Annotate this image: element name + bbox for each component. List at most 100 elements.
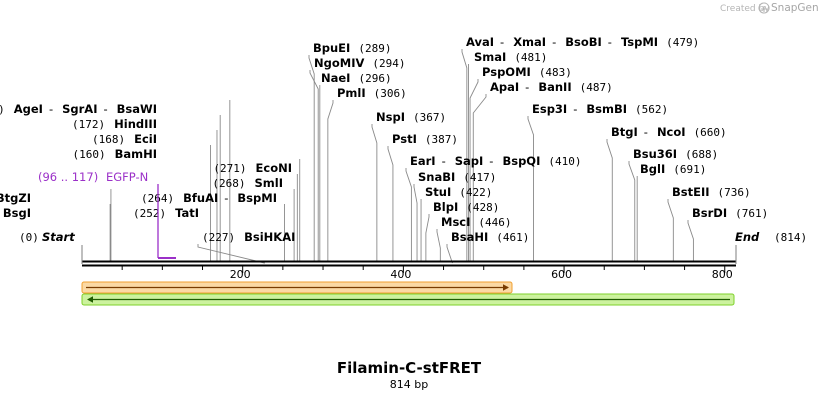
cut-position: (446) [478, 216, 511, 229]
cut-site-label[interactable]: Esp3I-BsmBI(562) [532, 102, 668, 116]
separator: - [608, 35, 612, 49]
cut-position: (422) [459, 186, 492, 199]
cut-site-line [436, 229, 441, 261]
cut-site-label[interactable]: (264)BfuAI-BspMI [141, 191, 277, 205]
cut-site-label[interactable]: PmlI(306) [337, 86, 407, 100]
svg-text:StuI(422): StuI (422) [425, 185, 492, 199]
cut-site-label[interactable]: NspI(367) [376, 110, 446, 124]
cut-site-label[interactable]: (227)BsiHKAI [202, 230, 295, 244]
enzyme-name: TatI [175, 206, 199, 220]
orf-forward-arrow[interactable] [81, 281, 513, 294]
enzyme-name: HindIII [114, 117, 157, 131]
cut-site-label[interactable]: (160)BamHI [72, 147, 157, 161]
cut-position: (294) [372, 57, 405, 70]
ruler-label: 400 [390, 268, 411, 281]
feature-egfp-n[interactable]: (96 .. 117) EGFP-N [38, 170, 176, 259]
cut-site-label[interactable]: (271)EcoNI [213, 161, 292, 175]
separator: - [525, 80, 529, 94]
svg-text:(36)BtgZI: (36)BtgZI [0, 191, 31, 205]
enzyme-name: SgrAI [62, 102, 97, 116]
cut-position: (367) [413, 111, 446, 124]
svg-text:PspOMI(483): PspOMI(483) [482, 65, 572, 79]
cut-position: (417) [463, 171, 496, 184]
cut-site-label[interactable]: BlpI(428) [433, 200, 499, 214]
cut-site-label[interactable]: (168)EciI [92, 132, 157, 146]
svg-text:PstI(387): PstI(387) [392, 132, 458, 146]
cut-site-lines [109, 49, 694, 264]
svg-text:BglI(691): BglI(691) [640, 162, 706, 176]
enzyme-name: BsrDI [692, 206, 727, 220]
cut-site-line [413, 184, 418, 261]
cut-site-label[interactable]: StuI (422) [425, 185, 492, 199]
cut-site-line [628, 161, 636, 261]
cut-site-line [472, 94, 487, 261]
cut-position: (481) [514, 51, 547, 64]
cut-site-line [425, 214, 430, 261]
cut-site-label[interactable]: (172)HindIII [72, 117, 157, 131]
cut-site-label[interactable]: SmaI(481) [474, 50, 547, 64]
cut-site-label[interactable]: BsrDI(761) [692, 206, 768, 220]
enzyme-name: BtgI [611, 125, 638, 139]
svg-text:BpuEI(289): BpuEI(289) [313, 41, 391, 55]
enzyme-name: NaeI [321, 71, 350, 85]
cut-site-line [308, 55, 315, 261]
svg-text:NgoMIV(294): NgoMIV(294) [314, 56, 406, 70]
cut-site-label[interactable]: NaeI(296) [321, 71, 392, 85]
enzyme-name: AvaI [466, 35, 494, 49]
sequence-title: Filamin-C-stFRET [337, 359, 482, 377]
svg-text:BstEII(736): BstEII(736) [672, 185, 751, 199]
snapgene-logo-icon [758, 2, 770, 14]
cut-site-line [197, 244, 265, 264]
cut-site-line [469, 79, 479, 261]
enzyme-name: BsoBI [565, 35, 602, 49]
end-position: (814) [774, 231, 807, 244]
cut-site-label[interactable]: BglI(691) [640, 162, 706, 176]
enzyme-name: BanII [538, 80, 571, 94]
separator: - [552, 35, 556, 49]
cut-site-label[interactable]: ApaI-BanII (487) [490, 80, 613, 94]
cut-site-label[interactable]: AvaI-XmaI-BsoBI-TspMI(479) [466, 35, 699, 49]
cut-site-label[interactable]: BstEII(736) [672, 185, 751, 199]
sequence-length: 814 bp [390, 378, 428, 391]
enzyme-name: NcoI [657, 125, 686, 139]
cut-position: (562) [635, 103, 668, 116]
cut-site-label[interactable]: BtgI-NcoI(660) [611, 125, 727, 139]
cut-site-label[interactable]: MscI(446) [441, 215, 512, 229]
cut-site-line [309, 70, 319, 261]
cut-position: (227) [202, 231, 235, 244]
cut-position: (271) [213, 162, 246, 175]
enzyme-name: Esp3I [532, 102, 567, 116]
enzyme-name: BlpI [433, 200, 458, 214]
cut-site-label[interactable]: Bsu36I(688) [633, 147, 718, 161]
svg-text:SnaBI(417): SnaBI (417) [418, 170, 496, 184]
svg-text:(168)EciI: (168)EciI [92, 132, 157, 146]
cut-site-label[interactable]: (35)BsgI [0, 206, 31, 220]
svg-text:BsaHI(461): BsaHI(461) [451, 230, 529, 244]
cut-position: (487) [580, 81, 613, 94]
separator: - [644, 125, 648, 139]
cut-site-label[interactable]: NgoMIV(294) [314, 56, 406, 70]
cut-site-label[interactable]: SnaBI (417) [418, 170, 496, 184]
cut-site-label[interactable]: EarI-SapI-BspQI(410) [410, 154, 581, 168]
cut-site-line [327, 100, 334, 261]
enzyme-name: ApaI [490, 80, 519, 94]
enzyme-name: EciI [134, 132, 157, 146]
cut-site-label[interactable]: BsaHI(461) [451, 230, 529, 244]
cut-site-label[interactable]: PspOMI(483) [482, 65, 572, 79]
cut-site-label[interactable]: BpuEI(289) [313, 41, 391, 55]
svg-text:(227)BsiHKAI: (227)BsiHKAI [202, 230, 295, 244]
cut-site-label[interactable]: (184)AgeI-SgrAI-BsaWI [0, 102, 157, 116]
credit-brand: SnapGene [771, 2, 818, 14]
cut-site-label[interactable]: (268)SmlI [212, 176, 283, 190]
cut-site-label[interactable]: (252)TatI [133, 206, 199, 220]
enzyme-name: PmlI [337, 86, 366, 100]
orf-reverse-arrow[interactable] [81, 293, 735, 306]
cut-site-label[interactable]: (36)BtgZI [0, 191, 31, 205]
cut-site-label[interactable]: PstI(387) [392, 132, 458, 146]
enzyme-name: SnaBI [418, 170, 455, 184]
svg-text:(268)SmlI: (268)SmlI [212, 176, 283, 190]
end-label: End [735, 230, 760, 244]
svg-text:NaeI(296): NaeI(296) [321, 71, 392, 85]
enzyme-name: StuI [425, 185, 451, 199]
